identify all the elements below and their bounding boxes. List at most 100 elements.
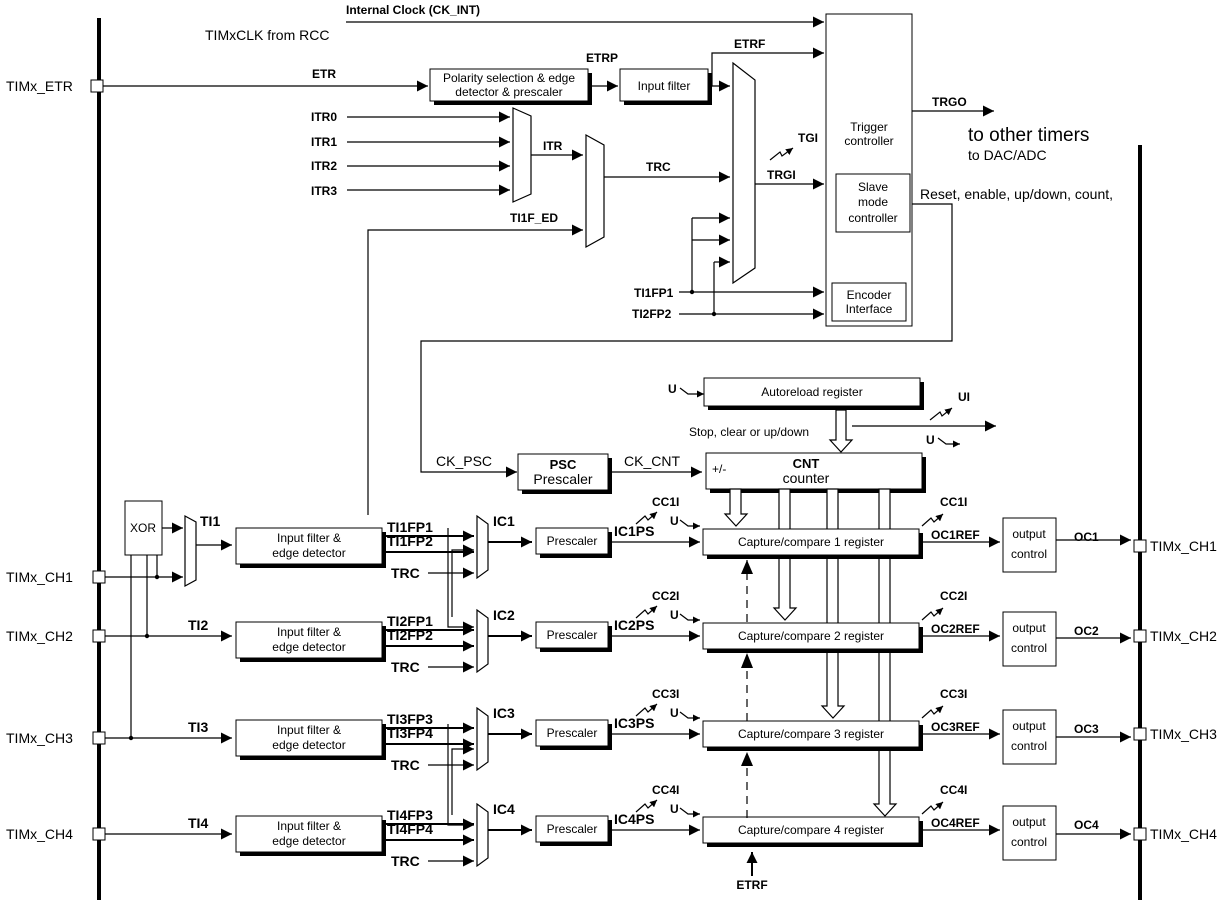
trgo-label: TRGO: [932, 95, 967, 109]
ocref-4-label: OC4REF: [931, 816, 980, 830]
pin-out-ch1: [1133, 539, 1147, 553]
cci-1-label: CC1I: [652, 495, 679, 509]
input-filter-4-line2: edge detector: [272, 834, 345, 848]
output-control-4-line1: output: [1012, 815, 1046, 829]
slave-line3: controller: [848, 211, 897, 225]
ocref-3-label: OC3REF: [931, 720, 980, 734]
cnt-counter-label: counter: [783, 470, 830, 486]
ti4fp3-to-ch3-cross: [451, 743, 474, 815]
prescaler-3-box: [535, 719, 609, 747]
to-dac-adc: to DAC/ADC: [968, 147, 1047, 163]
ic1-label: IC1: [493, 513, 515, 529]
ti3-label: TI3: [188, 719, 208, 735]
slave-line2: mode: [858, 195, 888, 209]
u-2-label: U: [670, 608, 679, 622]
input-filter-3-line1: Input filter &: [277, 723, 341, 737]
tgi-bolt: [769, 147, 794, 161]
output-control-4-line2: control: [1011, 835, 1047, 849]
cnt-label: CNT: [793, 456, 820, 471]
to-other-timers: to other timers: [968, 125, 1089, 146]
input-filter-3-box: [235, 719, 383, 757]
input-filter-4-line1: Input filter &: [277, 819, 341, 833]
icps-4-label: IC4PS: [614, 811, 654, 827]
trc-label: TRC: [646, 160, 671, 174]
itr2-label: ITR2: [311, 159, 337, 173]
u-4-wire: [679, 807, 700, 818]
pin-out-ch4-label: TIMx_CH4: [1150, 826, 1217, 842]
encoder-box: [831, 282, 907, 322]
pin-etr: [90, 79, 104, 93]
ui-bolt: [929, 407, 953, 421]
prescaler-1-label: Prescaler: [547, 534, 598, 548]
u-1-label: U: [670, 514, 679, 528]
ti2fp2-label: TI2FP2: [632, 307, 672, 321]
u-in-wire: [679, 387, 704, 398]
slave-line1: Slave: [858, 180, 888, 194]
itr3-label: ITR3: [311, 184, 337, 198]
cnt-plus-minus: +/-: [712, 462, 726, 476]
cc2-to-cc1-arrowhead: [741, 560, 753, 574]
pin-ch3-label: TIMx_CH3: [6, 730, 73, 746]
cci-out-3-bolt: [921, 705, 944, 719]
cci-out-1-label: CC1I: [940, 495, 967, 509]
stop-clear-label: Stop, clear or up/down: [689, 425, 809, 439]
ti3fp3-to-ch4-cross: [447, 724, 474, 831]
ti1fp1-node: [689, 289, 695, 295]
u-in-label: U: [668, 382, 677, 396]
trc-2-label: TRC: [391, 659, 420, 675]
psc-label: PSC: [550, 457, 577, 472]
output-control-2-line2: control: [1011, 641, 1047, 655]
ic2-label: IC2: [493, 607, 515, 623]
slave-output-loop: [420, 203, 953, 478]
pin-ch1: [92, 570, 106, 584]
prescaler-3-label: Prescaler: [547, 726, 598, 740]
output-control-2-box: [1002, 611, 1057, 667]
cnt-bus-cc3: [820, 488, 846, 719]
ti1-label: TI1: [200, 513, 220, 529]
psc-prescaler-label: Prescaler: [533, 471, 592, 487]
ui-label: UI: [958, 390, 970, 404]
prescaler-1-box: [535, 527, 609, 555]
pin-out-ch3: [1133, 727, 1147, 741]
autoreload-to-cnt-bus: [828, 409, 854, 453]
encoder-line1: Encoder: [847, 288, 892, 302]
rcc-label: TIMxCLK from RCC: [205, 27, 329, 43]
output-control-1-box: [1002, 517, 1057, 573]
ic3-mux: [476, 706, 489, 772]
ic4-mux: [476, 802, 489, 868]
cci-3-bolt: [635, 703, 658, 717]
autoreload-box: [703, 377, 921, 407]
autoreload-label: Autoreload register: [761, 385, 862, 399]
cc1-box: [702, 528, 920, 556]
cc3-to-cc2-arrowhead: [741, 653, 753, 668]
pin-out-ch1-label: TIMx_CH1: [1150, 538, 1217, 554]
input-filter-2-box: [235, 621, 383, 659]
psc-box: [517, 453, 609, 491]
reset-enable-label: Reset, enable, up/down, count,: [920, 186, 1113, 202]
prescaler-4-label: Prescaler: [547, 822, 598, 836]
slave-mode-box: [835, 173, 911, 233]
ti2-label: TI2: [188, 617, 208, 633]
ti1f-ed-label: TI1F_ED: [510, 211, 558, 225]
output-control-3-box: [1002, 709, 1057, 765]
u-3-label: U: [670, 706, 679, 720]
itr-mux: [512, 107, 532, 203]
prescaler-2-box: [535, 621, 609, 649]
ti1-mux: [184, 514, 197, 588]
pin-ch4: [92, 827, 106, 841]
output-control-1-line1: output: [1012, 527, 1046, 541]
ck-cnt-label: CK_CNT: [624, 453, 680, 469]
u-out-wire: [937, 437, 960, 448]
polarity-line2: detector & prescaler: [455, 85, 562, 99]
cc2-box: [702, 622, 920, 650]
pin-out-ch4: [1133, 827, 1147, 841]
ocref-2-label: OC2REF: [931, 622, 980, 636]
cci-2-bolt: [635, 605, 658, 619]
encoder-line2: Interface: [846, 302, 893, 316]
cc4-box: [702, 816, 920, 844]
u-1-wire: [679, 519, 700, 530]
cci-out-3-label: CC3I: [940, 687, 967, 701]
output-control-2-line1: output: [1012, 621, 1046, 635]
prescaler-4-box: [535, 815, 609, 843]
ti4-label: TI4: [188, 815, 208, 831]
